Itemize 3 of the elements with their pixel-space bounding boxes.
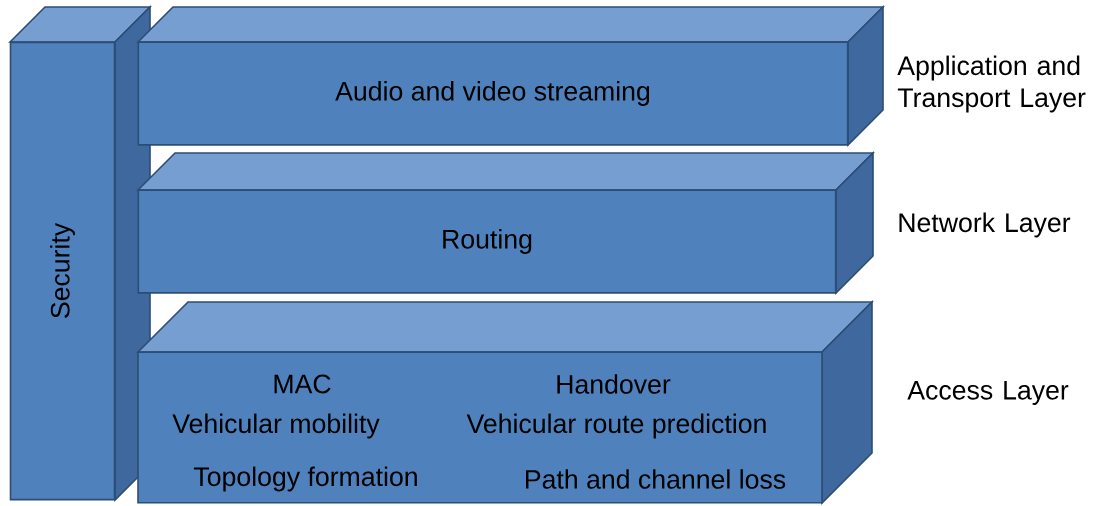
layer-label: Network Layer [899, 212, 1071, 238]
layer-label: Access Layer [907, 381, 1069, 405]
layer-label: Application and Transport Layer [897, 55, 1086, 113]
